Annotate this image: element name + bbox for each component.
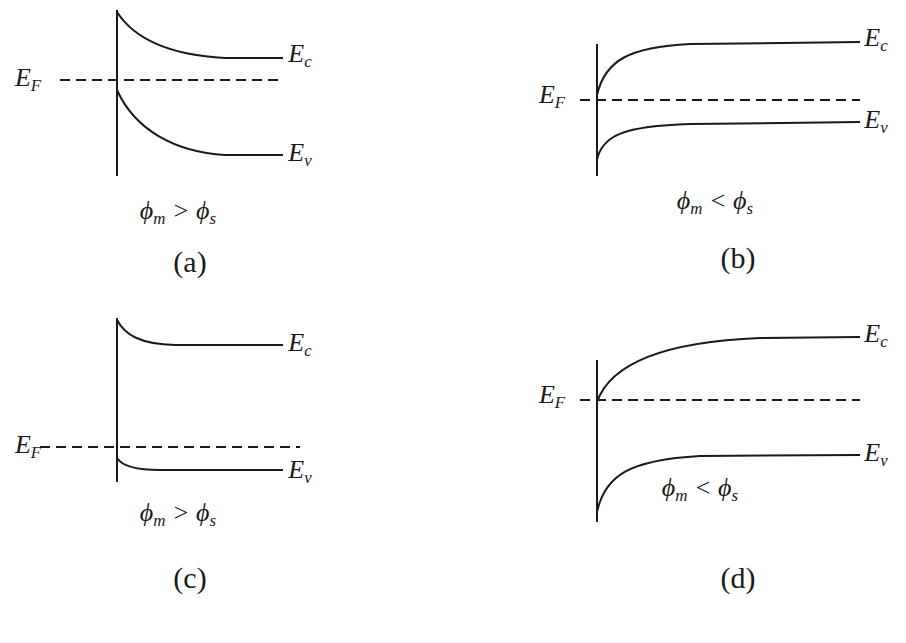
condition-label: ϕm > ϕs xyxy=(140,198,216,228)
energy-level-label: EF xyxy=(15,432,41,462)
energy-level-label: Ev xyxy=(288,457,311,487)
condition-label: ϕm < ϕs xyxy=(662,475,738,505)
energy-level-label: Ec xyxy=(288,330,311,360)
energy-level-label: Ev xyxy=(864,440,887,470)
energy-level-label: EF xyxy=(539,82,565,112)
condition-label: ϕm < ϕs xyxy=(677,188,753,218)
energy-level-label: Ec xyxy=(864,25,887,55)
energy-level-label: EF xyxy=(15,65,41,95)
panel-label: (c) xyxy=(173,563,206,593)
condition-label: ϕm > ϕs xyxy=(140,500,216,530)
energy-level-label: Ec xyxy=(288,41,311,71)
panel-label: (b) xyxy=(721,243,756,273)
energy-level-label: Ec xyxy=(864,321,887,351)
energy-level-label: Ev xyxy=(864,107,887,137)
panel-label: (a) xyxy=(173,247,206,277)
panel-label: (d) xyxy=(721,563,756,593)
energy-level-label: Ev xyxy=(288,140,311,170)
energy-level-label: EF xyxy=(539,382,565,412)
